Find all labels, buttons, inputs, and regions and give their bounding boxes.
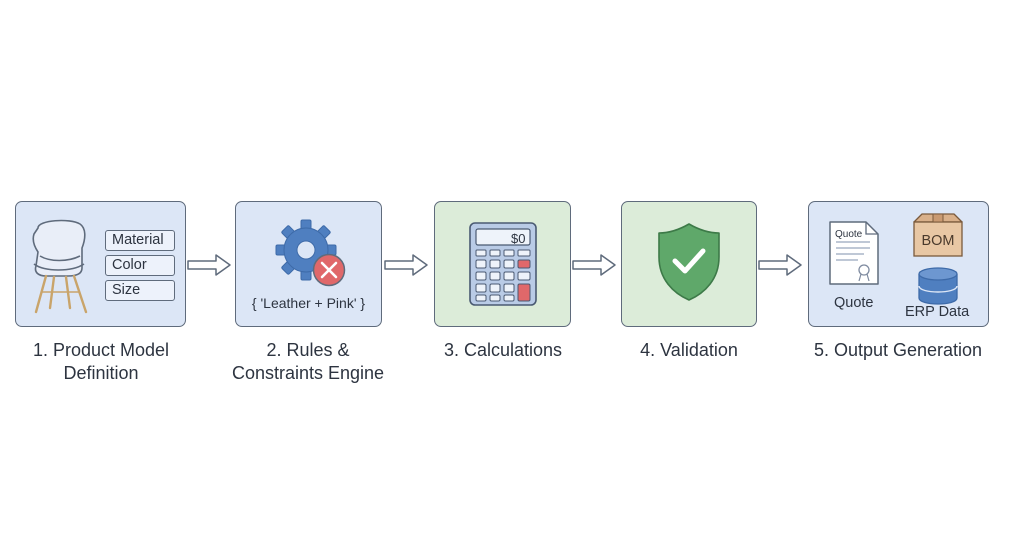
step-3-caption-line1: 3. Calculations bbox=[443, 340, 563, 360]
step-2-caption-line1: 2. Rules & bbox=[266, 340, 350, 360]
box-icon bbox=[913, 213, 963, 257]
attribute-size: Size bbox=[105, 280, 175, 301]
error-x-icon bbox=[312, 253, 346, 287]
step-2-caption-line2: Constraints Engine bbox=[231, 363, 385, 383]
calculator-display-value: $0 bbox=[511, 231, 526, 246]
step-4-caption: 4. Validation bbox=[599, 339, 779, 362]
arrow-right-icon bbox=[187, 254, 231, 276]
step-4-caption-line1: 4. Validation bbox=[640, 340, 738, 360]
arrow-right-icon bbox=[758, 254, 802, 276]
step-5-box: Quote Quote BOM ERP Data bbox=[808, 201, 989, 327]
rule-expression-text: { 'Leather + Pink' } bbox=[251, 295, 366, 311]
quote-label: Quote bbox=[834, 295, 874, 311]
attribute-material: Material bbox=[105, 230, 175, 251]
bom-label: BOM bbox=[921, 233, 955, 249]
calculator-icon bbox=[469, 222, 537, 306]
step-5-caption: 5. Output Generation bbox=[783, 339, 1013, 362]
step-2-box: { 'Leather + Pink' } bbox=[235, 201, 382, 327]
step-1-caption: 1. Product Model Definition bbox=[0, 339, 202, 385]
step-1-caption-line1: 1. Product Model bbox=[32, 340, 170, 360]
step-5-caption-line1: 5. Output Generation bbox=[813, 340, 983, 360]
chair-icon bbox=[32, 219, 88, 314]
step-4-box bbox=[621, 201, 757, 327]
database-icon bbox=[918, 267, 958, 305]
step-1-box: Material Color Size bbox=[15, 201, 186, 327]
attribute-color: Color bbox=[105, 255, 175, 276]
erp-data-label: ERP Data bbox=[905, 304, 970, 320]
document-icon bbox=[829, 221, 879, 285]
arrow-right-icon bbox=[572, 254, 616, 276]
step-3-box: $0 bbox=[434, 201, 571, 327]
shield-check-icon bbox=[658, 223, 720, 301]
quote-document-title: Quote bbox=[835, 229, 863, 240]
step-1-caption-line2: Definition bbox=[63, 363, 139, 383]
step-3-caption: 3. Calculations bbox=[413, 339, 593, 362]
step-2-caption: 2. Rules & Constraints Engine bbox=[208, 339, 408, 385]
arrow-right-icon bbox=[384, 254, 428, 276]
